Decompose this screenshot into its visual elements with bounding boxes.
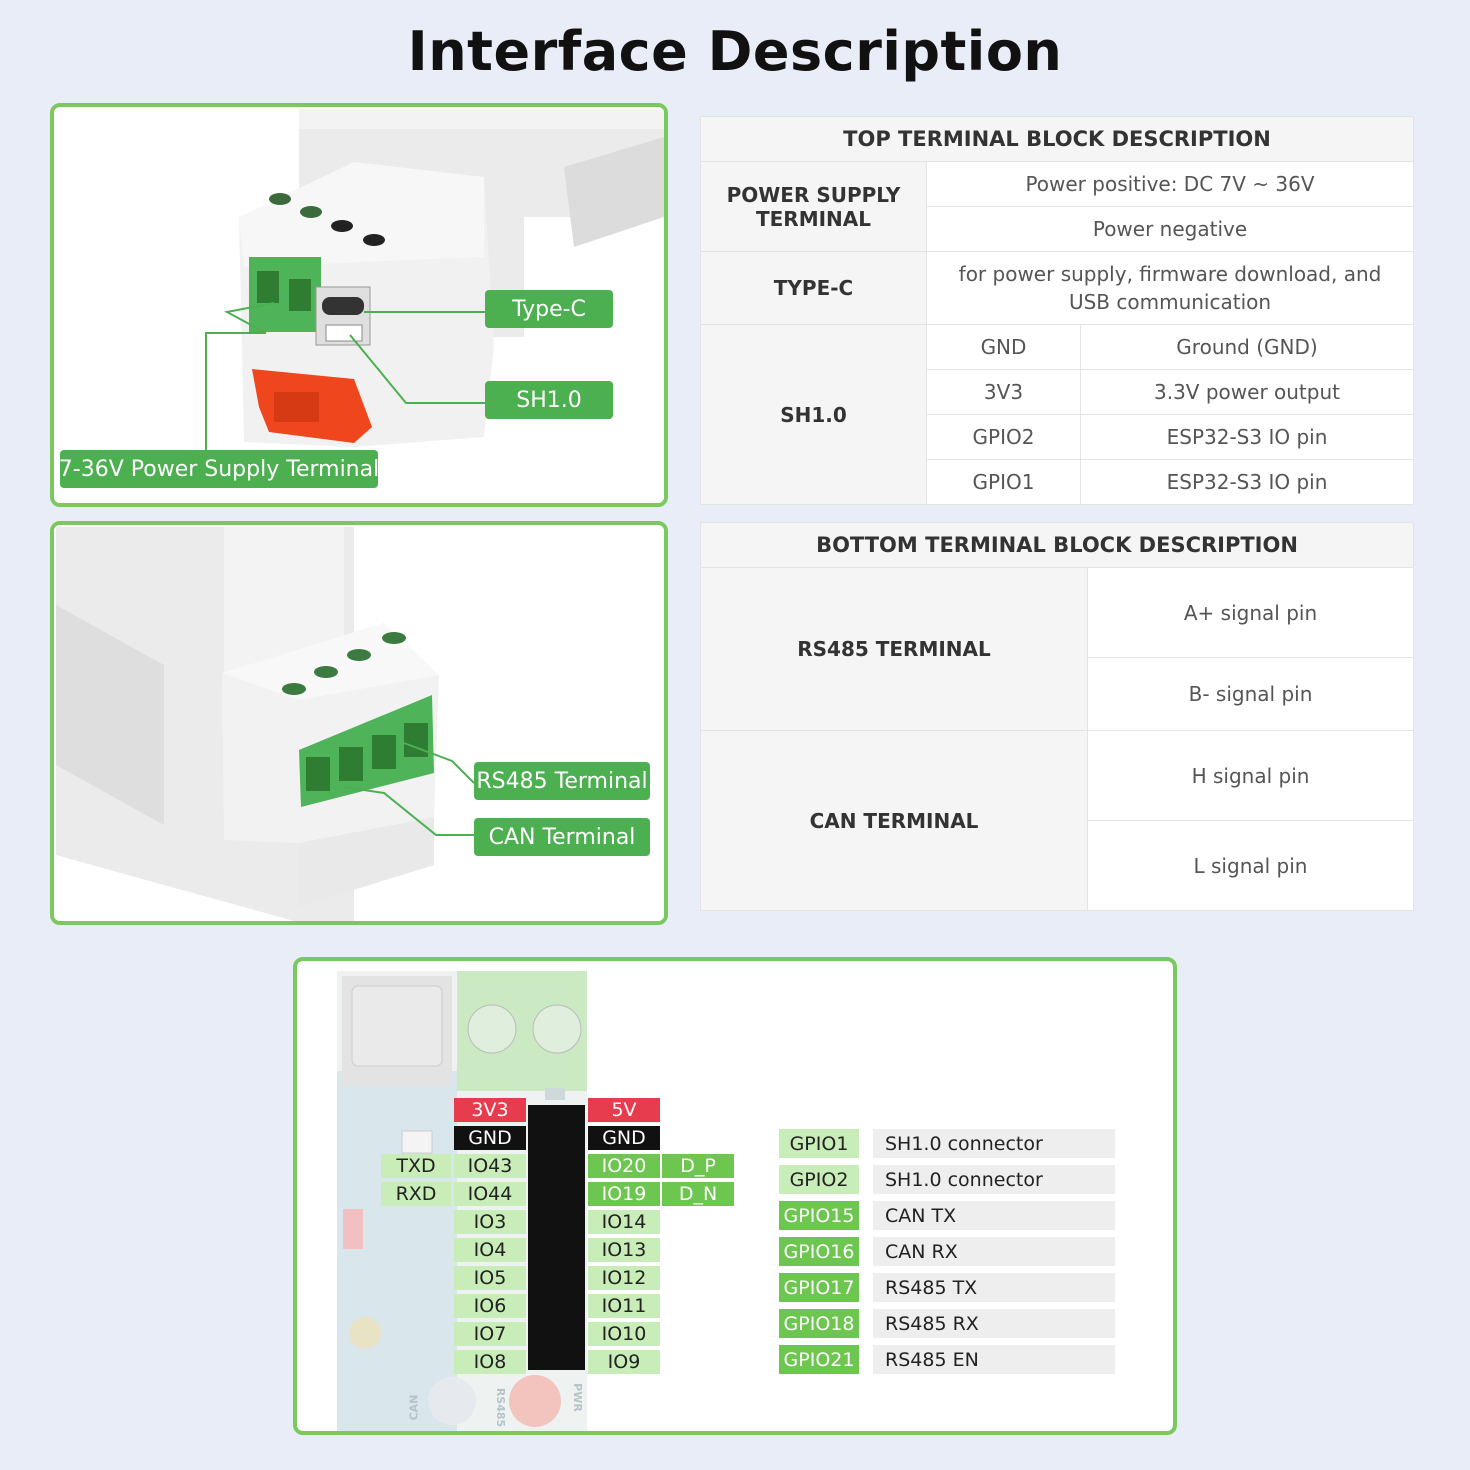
top-terminal-panel: Type-C SH1.0 7-36V Power Supply Terminal <box>50 103 668 507</box>
gpio-pin: GPIO2 <box>779 1165 859 1194</box>
right-header-pin: IO20 <box>588 1154 660 1178</box>
right-header-pin: IO9 <box>588 1350 660 1374</box>
board-mark-rs485: RS485 <box>494 1387 508 1428</box>
gpio-desc: RS485 EN <box>873 1345 1115 1374</box>
top-table-header: TOP TERMINAL BLOCK DESCRIPTION <box>700 116 1414 162</box>
sh-desc: Ground (GND) <box>1080 324 1414 370</box>
gpio-desc: SH1.0 connector <box>873 1165 1115 1194</box>
left-header-pin: GND <box>454 1126 526 1150</box>
power-supply-key: POWER SUPPLY TERMINAL <box>700 161 927 252</box>
gpio-pin: GPIO16 <box>779 1237 859 1266</box>
rs485-key: RS485 TERMINAL <box>700 567 1088 731</box>
can-l: L signal pin <box>1087 820 1414 911</box>
left-header-pin: IO7 <box>454 1322 526 1346</box>
bottom-device-illustration <box>54 525 664 921</box>
left-header-pin: 3V3 <box>454 1098 526 1122</box>
typec-value: for power supply, firmware download, and… <box>926 251 1414 325</box>
gpio-pin: GPIO18 <box>779 1309 859 1338</box>
right-header-pin: IO10 <box>588 1322 660 1346</box>
right-header-pin: IO19 <box>588 1182 660 1206</box>
power-positive: Power positive: DC 7V ~ 36V <box>926 161 1414 207</box>
gpio-desc: CAN RX <box>873 1237 1115 1266</box>
gpio-pin: GPIO21 <box>779 1345 859 1374</box>
left-header-pin: IO44 <box>454 1182 526 1206</box>
right-header-pin: IO12 <box>588 1266 660 1290</box>
typec-key: TYPE-C <box>700 251 927 325</box>
gpio-desc: RS485 RX <box>873 1309 1115 1338</box>
bottom-terminal-table: BOTTOM TERMINAL BLOCK DESCRIPTION RS485 … <box>700 522 1414 911</box>
sh10-key: SH1.0 <box>700 324 927 505</box>
left-header-pin: IO5 <box>454 1266 526 1290</box>
right-extra-pin: D_N <box>662 1182 734 1206</box>
sh10-label: SH1.0 <box>485 381 613 419</box>
gpio-desc: RS485 TX <box>873 1273 1115 1302</box>
sh-pin: GPIO1 <box>926 459 1081 505</box>
rs485-terminal-label: RS485 Terminal <box>474 762 650 800</box>
typec-label: Type-C <box>485 290 613 328</box>
sh-desc: ESP32-S3 IO pin <box>1080 459 1414 505</box>
left-header-pin: IO6 <box>454 1294 526 1318</box>
right-header-pin: IO14 <box>588 1210 660 1234</box>
left-header-pin: IO43 <box>454 1154 526 1178</box>
bottom-terminal-panel: RS485 Terminal CAN Terminal <box>50 521 668 925</box>
can-h: H signal pin <box>1087 730 1414 821</box>
sh-pin: GPIO2 <box>926 414 1081 460</box>
sh-desc: 3.3V power output <box>1080 369 1414 415</box>
gpio-desc: CAN TX <box>873 1201 1115 1230</box>
right-header-pin: 5V <box>588 1098 660 1122</box>
right-header-pin: IO11 <box>588 1294 660 1318</box>
sh-pin: GND <box>926 324 1081 370</box>
rs485-a: A+ signal pin <box>1087 567 1414 658</box>
left-extra-pin: TXD <box>381 1154 451 1178</box>
board-mark-pwr: PWR <box>570 1383 584 1412</box>
sh-pin: 3V3 <box>926 369 1081 415</box>
gpio-pin: GPIO17 <box>779 1273 859 1302</box>
left-header-pin: IO3 <box>454 1210 526 1234</box>
gpio-desc: SH1.0 connector <box>873 1129 1115 1158</box>
power-negative: Power negative <box>926 206 1414 252</box>
left-header-pin: IO8 <box>454 1350 526 1374</box>
right-header-pin: GND <box>588 1126 660 1150</box>
left-header-pin: IO4 <box>454 1238 526 1262</box>
gpio-pin: GPIO15 <box>779 1201 859 1230</box>
can-key: CAN TERMINAL <box>700 730 1088 911</box>
power-terminal-label: 7-36V Power Supply Terminal <box>59 450 379 488</box>
top-terminal-table: TOP TERMINAL BLOCK DESCRIPTION POWER SUP… <box>700 116 1414 505</box>
rs485-b: B- signal pin <box>1087 657 1414 731</box>
bottom-table-header: BOTTOM TERMINAL BLOCK DESCRIPTION <box>700 522 1414 568</box>
gpio-pin: GPIO1 <box>779 1129 859 1158</box>
page-title: Interface Description <box>407 20 1063 83</box>
right-extra-pin: D_P <box>662 1154 734 1178</box>
sh-desc: ESP32-S3 IO pin <box>1080 414 1414 460</box>
can-terminal-label: CAN Terminal <box>474 818 650 856</box>
left-extra-pin: RXD <box>381 1182 451 1206</box>
board-mark-can: CAN <box>407 1394 421 1421</box>
right-header-pin: IO13 <box>588 1238 660 1262</box>
